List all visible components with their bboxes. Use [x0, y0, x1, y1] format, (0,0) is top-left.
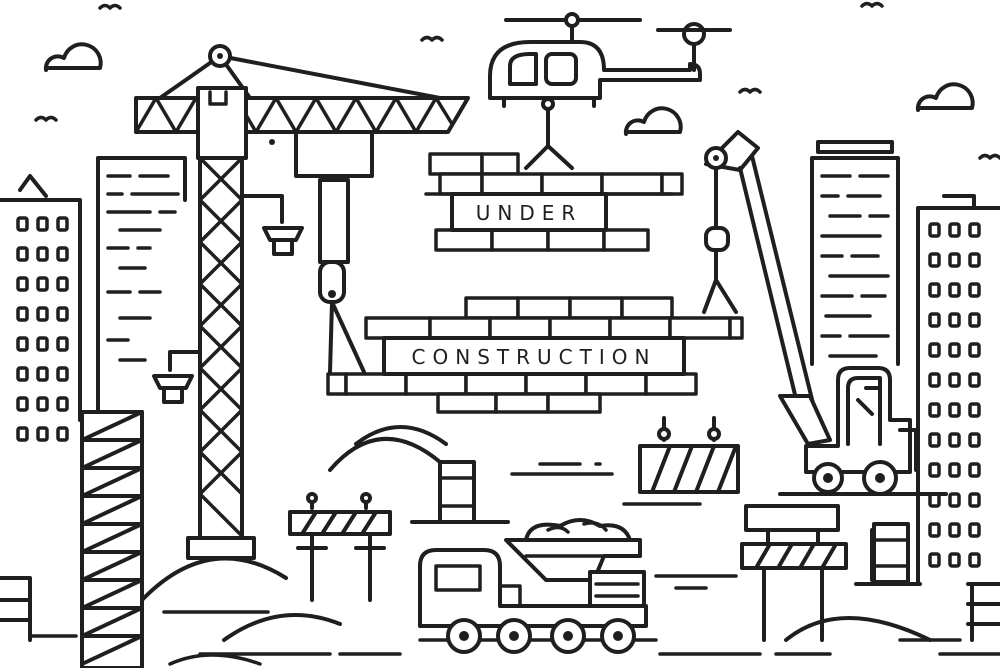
window [36, 276, 49, 292]
window [948, 342, 961, 358]
window [968, 282, 981, 298]
window [928, 222, 941, 238]
window [948, 522, 961, 538]
window [968, 432, 981, 448]
window [948, 462, 961, 478]
window [948, 552, 961, 568]
window [36, 426, 49, 442]
tower-crane [134, 44, 470, 560]
left-building [0, 174, 82, 642]
hanging-barrier [510, 416, 740, 506]
window [968, 552, 981, 568]
window [36, 246, 49, 262]
window [56, 306, 69, 322]
right-building [916, 194, 1000, 642]
window [948, 372, 961, 388]
window [16, 306, 29, 322]
sign-text-under: UNDER [476, 201, 583, 225]
left-tower [96, 156, 187, 412]
left-barricade [288, 492, 392, 602]
helicopter [488, 12, 732, 170]
window [948, 252, 961, 268]
window [16, 396, 29, 412]
window [36, 216, 49, 232]
right-barricade [740, 504, 848, 642]
mobile-crane [702, 130, 948, 496]
right-tower [810, 140, 900, 366]
window [56, 426, 69, 442]
window [36, 396, 49, 412]
window [36, 306, 49, 322]
window [16, 336, 29, 352]
window [16, 216, 29, 232]
window [928, 522, 941, 538]
window [56, 246, 69, 262]
window [948, 402, 961, 418]
window [36, 366, 49, 382]
window [968, 492, 981, 508]
window [928, 252, 941, 268]
window [56, 216, 69, 232]
barrels [410, 460, 922, 586]
window [16, 366, 29, 382]
window [16, 426, 29, 442]
dump-truck [418, 518, 658, 654]
window [928, 552, 941, 568]
sign-text-construction: CONSTRUCTION [412, 345, 657, 369]
window [968, 522, 981, 538]
construction-brick-wall [326, 296, 744, 414]
birds [34, 1, 1000, 160]
ground-lines [30, 574, 1000, 666]
window [928, 312, 941, 328]
window [968, 372, 981, 388]
window [948, 282, 961, 298]
window [928, 402, 941, 418]
window [16, 246, 29, 262]
window [928, 432, 941, 448]
window [928, 372, 941, 388]
window [968, 462, 981, 478]
window [948, 312, 961, 328]
window [948, 492, 961, 508]
window [16, 276, 29, 292]
window [968, 252, 981, 268]
window [968, 402, 981, 418]
window [948, 432, 961, 448]
window [928, 462, 941, 478]
clouds [43, 42, 975, 136]
window [968, 342, 981, 358]
window [56, 336, 69, 352]
window [968, 222, 981, 238]
window [968, 312, 981, 328]
window [36, 336, 49, 352]
scaffold-tower [80, 410, 144, 668]
window [928, 342, 941, 358]
window [928, 282, 941, 298]
window [948, 222, 961, 238]
window [928, 492, 941, 508]
window [56, 276, 69, 292]
window [56, 366, 69, 382]
window [56, 396, 69, 412]
street-lamps [152, 194, 304, 404]
under-brick-wall [424, 152, 684, 252]
